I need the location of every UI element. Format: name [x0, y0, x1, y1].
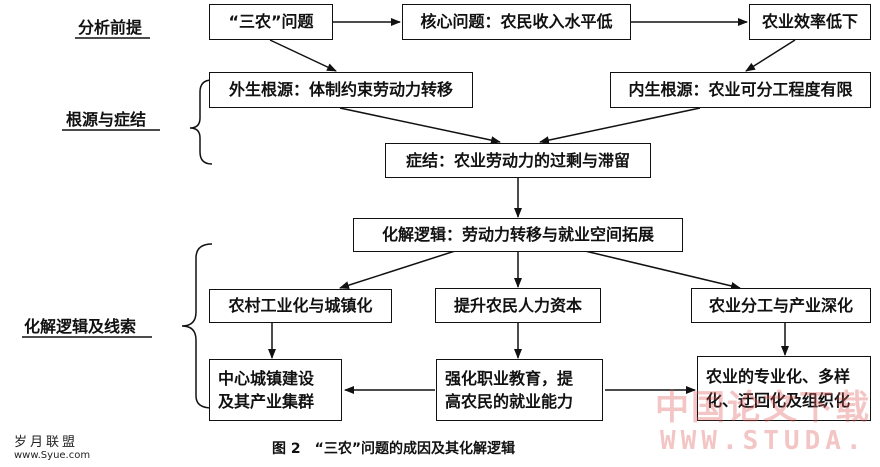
- node-central-town: 中心城镇建设 及其产业集群: [209, 359, 342, 421]
- node-internal-root: 内生根源：农业可分工程度有限: [610, 72, 871, 108]
- arrow-internal-to-crux: [539, 107, 701, 145]
- arrow-resolve-to-division: [584, 250, 741, 290]
- spec-line-1: 农业的专业化、多样: [706, 367, 851, 387]
- node-vocational-education: 强化职业教育，提 高农民的就业能力: [436, 359, 603, 421]
- node-external-root: 外生根源：体制约束劳动力转移: [209, 72, 473, 108]
- town-line-1: 中心城镇建设: [218, 368, 315, 388]
- label-resolution-logic: 化解逻辑及线索: [24, 317, 137, 336]
- node-rural-industrialization: 农村工业化与城镇化: [209, 289, 392, 323]
- node-sannong-problem: “三农”问题: [209, 4, 333, 40]
- figure-caption: 图 2 “三农”问题的成因及其化解逻辑: [272, 441, 516, 457]
- edu-line-2: 高农民的就业能力: [445, 392, 574, 411]
- watermark-left: 岁月联盟 www.Syue.com: [14, 435, 91, 462]
- node-low-efficiency: 农业效率低下: [749, 4, 871, 40]
- arrow-external-to-crux: [339, 107, 501, 145]
- spec-line-2: 化、迂回化及组织化: [706, 390, 851, 410]
- node-human-capital: 提升农民人力资本: [435, 288, 601, 323]
- arrow-sannong-to-external: [269, 39, 337, 72]
- brace-logic: [181, 243, 213, 409]
- node-core-problem: 核心问题：农民收入水平低: [402, 4, 631, 40]
- arrow-resolve-to-rural: [339, 250, 456, 290]
- label-analysis-premise: 分析前提: [78, 18, 143, 37]
- watermark-left-title: 岁月联盟: [14, 435, 79, 450]
- node-specialization: 农业的专业化、多样 化、迂回化及组织化: [697, 356, 871, 421]
- node-crux: 症结：农业劳动力的过剩与滞留: [385, 143, 651, 178]
- node-agri-division: 农业分工与产业深化: [691, 288, 871, 323]
- town-line-2: 及其产业集群: [218, 392, 315, 411]
- arrow-efficiency-to-internal: [745, 39, 796, 72]
- watermark-left-url: www.Syue.com: [14, 450, 91, 462]
- watermark-right-title: 中国论文下载: [655, 388, 871, 428]
- edu-line-1: 强化职业教育，提: [445, 368, 574, 388]
- node-resolution-logic: 化解逻辑：劳动力转移与就业空间拓展: [353, 218, 683, 252]
- brace-roots: [189, 79, 213, 165]
- label-roots-and-crux: 根源与症结: [66, 110, 147, 129]
- watermark-right-url: WWW.STUDA.: [660, 426, 867, 456]
